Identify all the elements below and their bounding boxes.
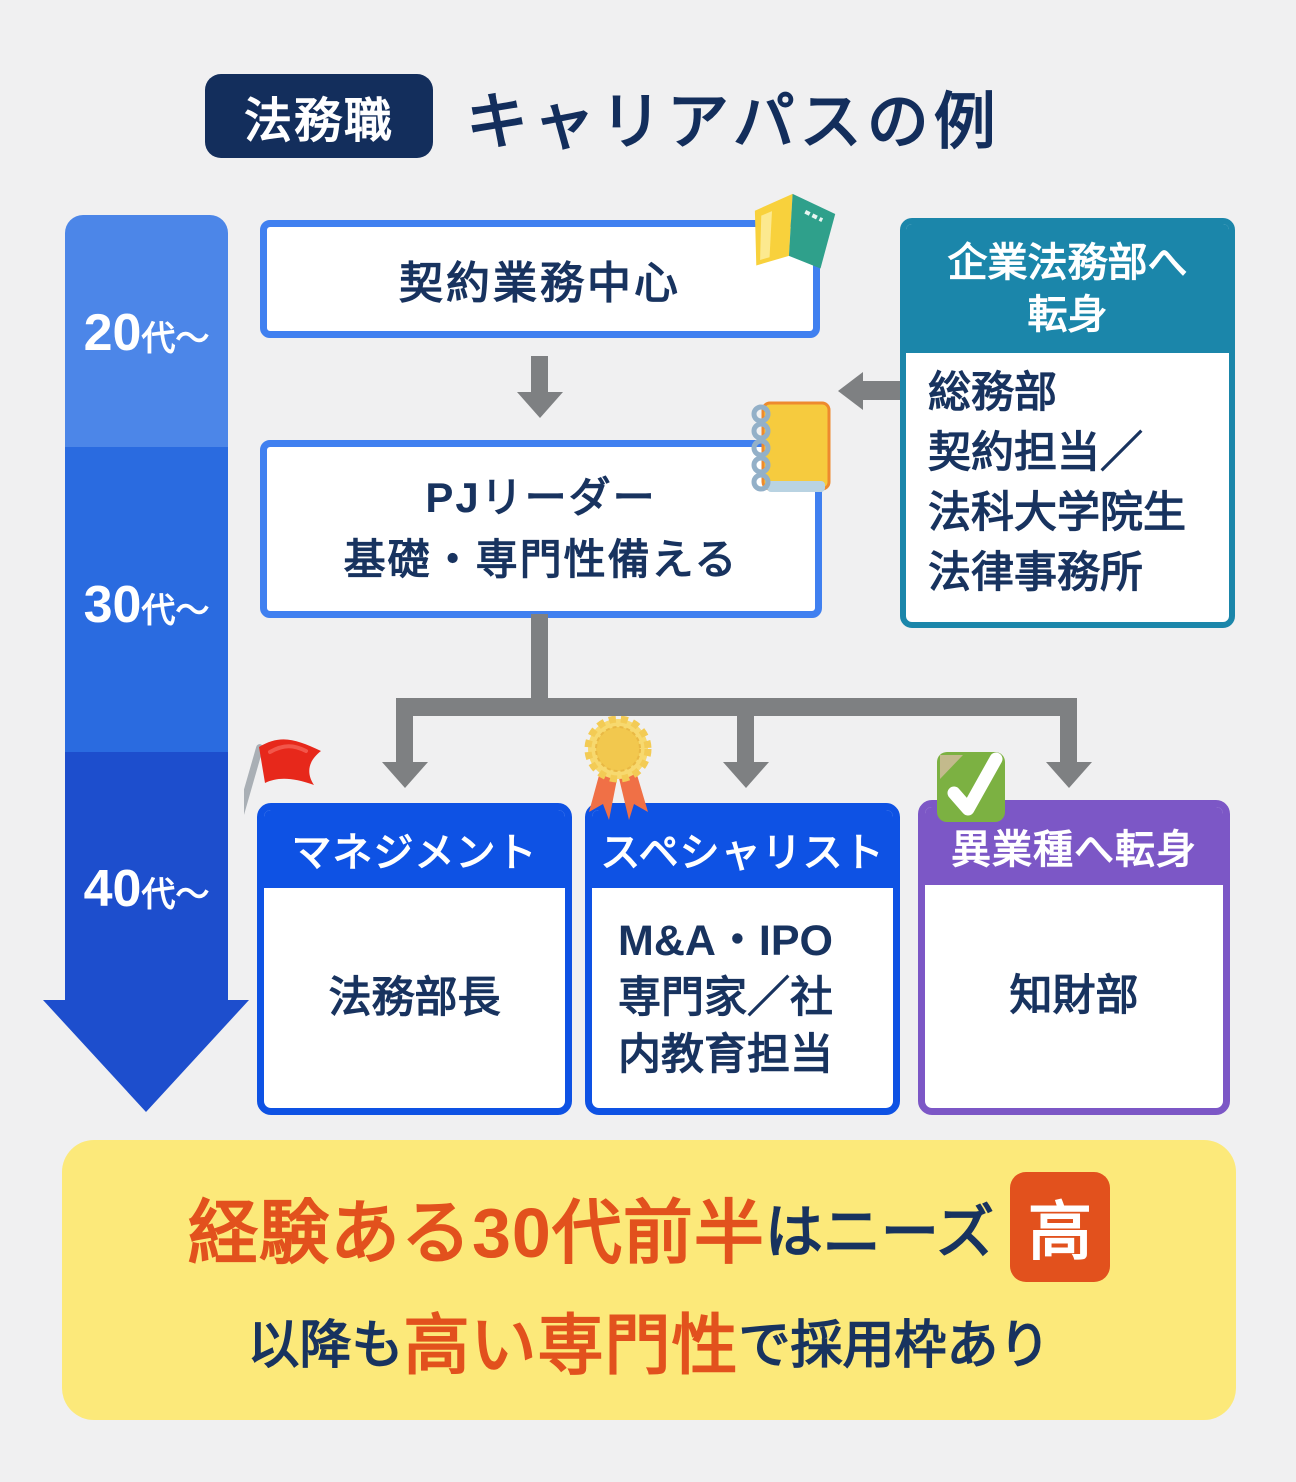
- branch-arrowhead-right: [1046, 762, 1092, 788]
- summary-line1-text: はニーズ: [764, 1200, 994, 1265]
- branch-connector-stem: [531, 614, 548, 702]
- arrow-sidebox-head: [838, 372, 863, 410]
- stage1-box: 契約業務中心: [260, 220, 820, 338]
- page-title: キャリアパスの例: [466, 88, 1001, 157]
- summary-line1: 経験ある30代前半 はニーズ 高: [188, 1172, 1110, 1282]
- arrow-stage1-stage2-stem: [531, 356, 548, 394]
- side-box-header: 企業法務部へ 転身: [906, 224, 1229, 353]
- timeline-label-20s: 20代〜: [83, 304, 210, 362]
- branch-specialist-box: スペシャリスト M&A・IPO 専門家／社 内教育担当: [585, 803, 900, 1115]
- branch-arrowhead-middle: [723, 762, 769, 788]
- stage2-line2: 基礎・専門性備える: [343, 536, 739, 583]
- side-box-item: 契約担当／: [928, 429, 1143, 477]
- branch-specialist-line: M&A・IPO: [618, 916, 833, 965]
- timeline-arrowhead: [43, 1000, 249, 1112]
- branch-other-industry-header: 異業種へ転身: [925, 807, 1223, 885]
- spiral-notebook-icon: [751, 401, 831, 492]
- check-mark-icon: [937, 752, 1005, 822]
- branch-connector-bar: [396, 698, 1077, 716]
- high-demand-badge: 高: [1009, 1172, 1110, 1282]
- summary-line2-emphasis: 高い専門性: [403, 1308, 739, 1382]
- side-box-body: 総務部 契約担当／ 法科大学院生 法律事務所: [906, 353, 1229, 622]
- side-box-item: 法律事務所: [928, 549, 1143, 597]
- branch-management-box: マネジメント 法務部長: [257, 803, 572, 1115]
- arrow-stage1-stage2-head: [517, 392, 563, 418]
- summary-line1-emphasis: 経験ある30代前半: [188, 1193, 765, 1272]
- side-box-corporate-legal: 企業法務部へ 転身 総務部 契約担当／ 法科大学院生 法律事務所: [900, 218, 1235, 628]
- branch-management-role: 法務部長: [328, 973, 501, 1022]
- branch-connector-drop-left: [396, 714, 413, 764]
- title-badge: 法務職: [205, 74, 433, 158]
- branch-specialist-header: スペシャリスト: [592, 810, 893, 888]
- timeline-segment-20s: [65, 215, 228, 447]
- branch-specialist-line: 専門家／社: [618, 973, 833, 1022]
- stage2-box: PJリーダー 基礎・専門性備える: [260, 440, 822, 618]
- timeline-label-30s: 30代〜: [83, 576, 210, 634]
- branch-management-body: 法務部長: [264, 888, 565, 1108]
- branch-specialist-line: 内教育担当: [618, 1030, 833, 1079]
- red-flag-icon: [244, 739, 321, 837]
- branch-specialist-body: M&A・IPO 専門家／社 内教育担当: [592, 888, 893, 1108]
- timeline-segment-40s: [65, 752, 228, 1002]
- branch-arrowhead-left: [382, 762, 428, 788]
- summary-line2-text-b: で採用枠あり: [738, 1316, 1051, 1375]
- gold-medal-icon: [584, 716, 652, 820]
- side-box-header-line2: 転身: [1027, 293, 1108, 337]
- timeline-segment-30s: [65, 447, 228, 752]
- summary-line2-text-a: 以降も: [247, 1316, 404, 1375]
- branch-connector-drop-middle: [737, 714, 754, 764]
- open-book-icon: [754, 193, 836, 269]
- stage2-line1: PJリーダー: [425, 474, 657, 521]
- branch-other-industry-box: 異業種へ転身 知財部: [918, 800, 1230, 1115]
- branch-other-industry-role: 知財部: [1009, 972, 1139, 1020]
- stage1-label: 契約業務中心: [399, 259, 681, 308]
- timeline-label-40s: 40代〜: [83, 860, 210, 918]
- arrow-sidebox-stem: [862, 381, 900, 400]
- side-box-header-line1: 企業法務部へ: [947, 241, 1188, 285]
- branch-management-header: マネジメント: [264, 810, 565, 888]
- side-box-item: 総務部: [928, 369, 1057, 417]
- branch-connector-drop-right: [1060, 714, 1077, 764]
- side-box-item: 法科大学院生: [928, 489, 1186, 537]
- branch-other-industry-body: 知財部: [925, 885, 1223, 1108]
- title-badge-label: 法務職: [243, 95, 394, 148]
- summary-banner: 経験ある30代前半 はニーズ 高 以降も 高い専門性 で採用枠あり: [62, 1140, 1236, 1420]
- summary-line2: 以降も 高い専門性 で採用枠あり: [247, 1292, 1050, 1388]
